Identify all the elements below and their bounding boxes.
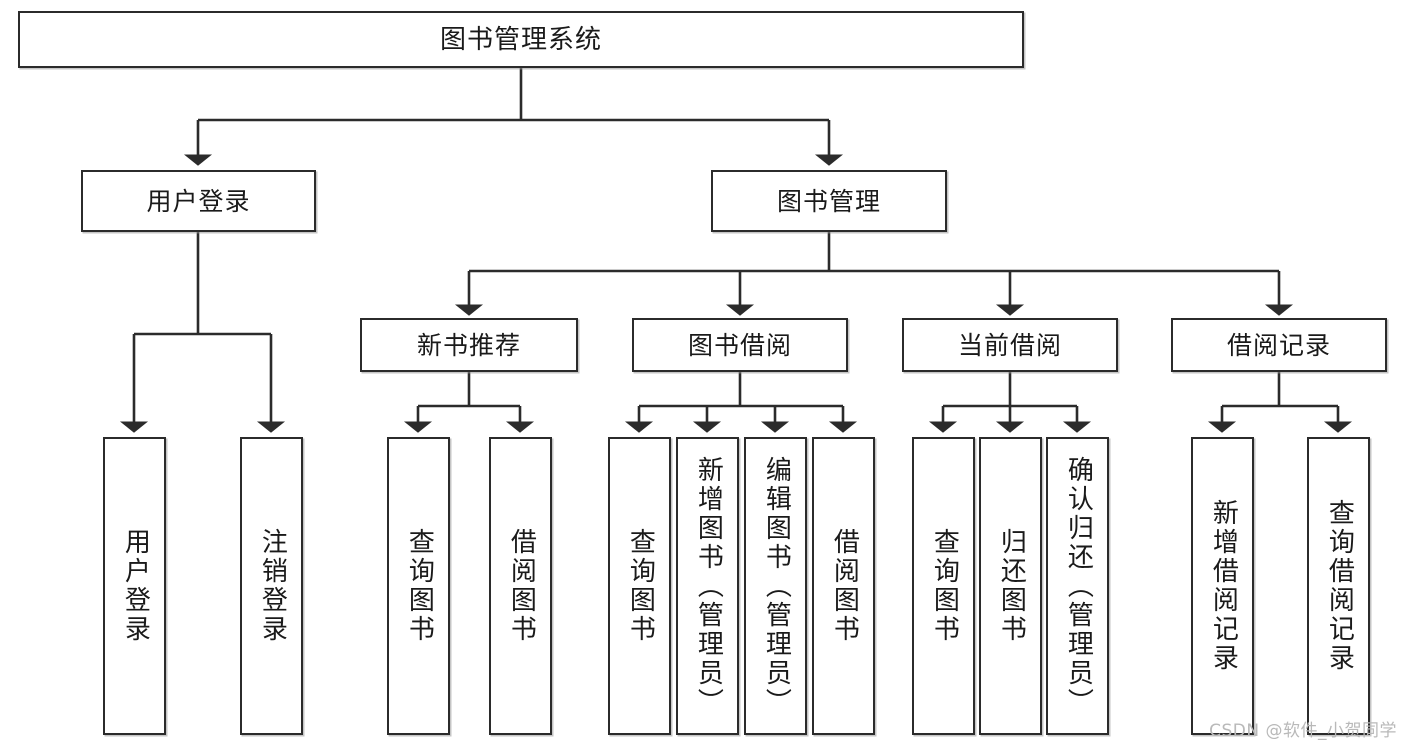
leaf-label: 查询图书 (404, 528, 435, 644)
leaf-label: 编辑图书（管理员） (761, 455, 792, 717)
leaf-book-borrow-borrow[interactable]: 借阅图书 (812, 437, 875, 735)
node-borrow-records-label: 借阅记录 (1226, 330, 1331, 360)
leaf-label: 注销登录 (257, 528, 288, 644)
leaf-label: 查询借阅记录 (1324, 499, 1355, 673)
leaf-new-book-borrow[interactable]: 借阅图书 (489, 437, 552, 735)
leaf-user-login-logout[interactable]: 注销登录 (240, 437, 303, 735)
node-root-label: 图书管理系统 (439, 24, 602, 55)
leaf-borrow-records-add[interactable]: 新增借阅记录 (1191, 437, 1254, 735)
node-user-login[interactable]: 用户登录 (81, 170, 316, 232)
leaf-new-book-query[interactable]: 查询图书 (387, 437, 450, 735)
leaf-current-borrow-return[interactable]: 归还图书 (979, 437, 1042, 735)
leaf-label: 新增借阅记录 (1208, 499, 1239, 673)
leaf-user-login-login[interactable]: 用户登录 (103, 437, 166, 735)
leaf-label: 借阅图书 (506, 528, 537, 644)
leaf-book-borrow-edit[interactable]: 编辑图书（管理员） (744, 437, 807, 735)
leaf-label: 查询图书 (929, 528, 960, 644)
node-new-book-recommend-label: 新书推荐 (416, 330, 521, 360)
node-user-login-label: 用户登录 (146, 186, 251, 216)
node-book-manage[interactable]: 图书管理 (711, 170, 947, 232)
leaf-label: 借阅图书 (829, 528, 860, 644)
node-book-borrow-label: 图书借阅 (687, 330, 792, 360)
leaf-label: 归还图书 (996, 528, 1027, 644)
node-root[interactable]: 图书管理系统 (18, 11, 1024, 68)
node-book-borrow[interactable]: 图书借阅 (632, 318, 848, 372)
leaf-label: 查询图书 (625, 528, 656, 644)
leaf-book-borrow-query[interactable]: 查询图书 (608, 437, 671, 735)
node-new-book-recommend[interactable]: 新书推荐 (360, 318, 578, 372)
node-book-manage-label: 图书管理 (776, 186, 881, 216)
leaf-borrow-records-query[interactable]: 查询借阅记录 (1307, 437, 1370, 735)
leaf-label: 确认归还（管理员） (1063, 455, 1094, 717)
leaf-label: 用户登录 (120, 528, 151, 644)
leaf-current-borrow-confirm[interactable]: 确认归还（管理员） (1046, 437, 1109, 735)
node-borrow-records[interactable]: 借阅记录 (1171, 318, 1387, 372)
leaf-book-borrow-add[interactable]: 新增图书（管理员） (676, 437, 739, 735)
leaf-label: 新增图书（管理员） (693, 455, 724, 717)
node-current-borrow[interactable]: 当前借阅 (902, 318, 1118, 372)
leaf-current-borrow-query[interactable]: 查询图书 (912, 437, 975, 735)
node-current-borrow-label: 当前借阅 (957, 330, 1062, 360)
